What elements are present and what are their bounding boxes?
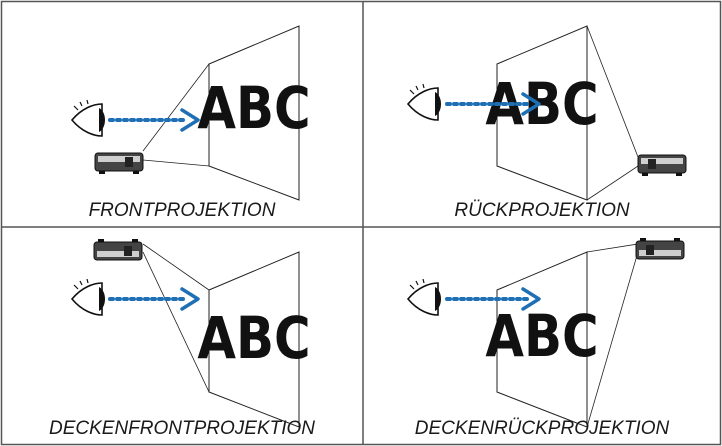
- eye-icon: [70, 278, 105, 316]
- panel-ceiling-rear: ABC DECKENRÜCKPROJEKTION: [406, 238, 685, 439]
- eye-icon: [70, 99, 105, 137]
- panel-label: FRONTPROJEKTION: [89, 200, 276, 221]
- projector-icon: [93, 239, 143, 261]
- beam-top: [142, 243, 210, 291]
- beam-bottom: [142, 159, 210, 167]
- screen: [208, 251, 300, 428]
- panel-label: DECKENFRONTPROJEKTION: [49, 418, 315, 439]
- beam-bottom: [586, 165, 639, 201]
- projector-icon: [94, 152, 144, 174]
- beam-bottom: [586, 251, 639, 428]
- panel-front: ABC FRONTPROJEKTION: [70, 25, 311, 221]
- beam-bottom: [142, 251, 210, 393]
- screen-text: ABC: [197, 74, 310, 142]
- screen-text: ABC: [485, 302, 598, 370]
- screen-text: ABC: [197, 304, 310, 372]
- panel-label: RÜCKPROJEKTION: [454, 200, 630, 221]
- arrow-icon: [445, 92, 541, 116]
- panel-ceiling-front: ABC DECKENFRONTPROJEKTION: [49, 239, 315, 439]
- screen: [208, 25, 300, 201]
- beam-top: [586, 25, 639, 158]
- panel-rear: ABC RÜCKPROJEKTION: [406, 25, 687, 221]
- eye-icon: [406, 83, 441, 121]
- projector-icon: [635, 238, 685, 260]
- beam-top: [142, 63, 210, 152]
- projector-icon: [637, 154, 687, 176]
- eye-icon: [406, 278, 441, 316]
- panel-label: DECKENRÜCKPROJEKTION: [415, 418, 670, 439]
- arrow-icon: [445, 287, 541, 311]
- arrow-icon: [108, 108, 200, 132]
- arrow-icon: [108, 287, 200, 311]
- beam-top: [586, 243, 639, 253]
